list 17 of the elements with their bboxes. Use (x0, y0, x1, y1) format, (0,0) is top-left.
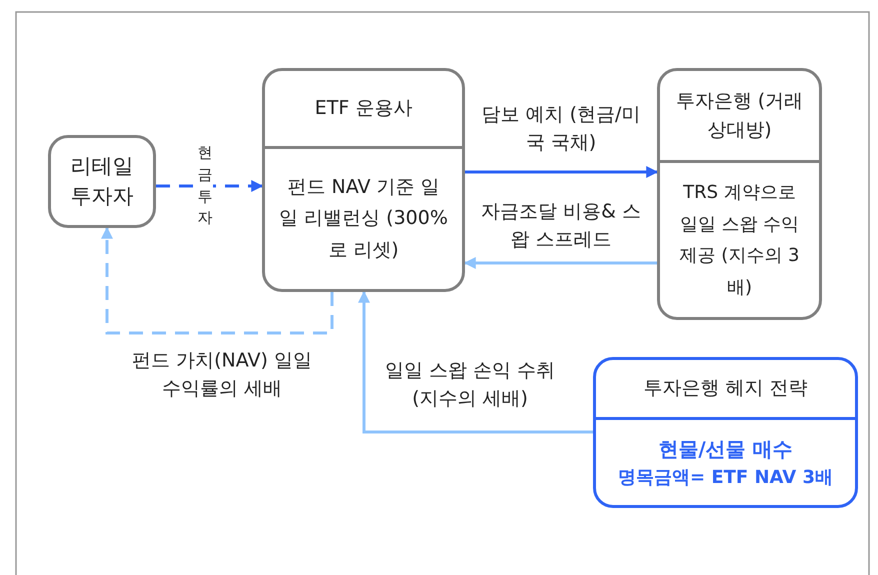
participant-box (48, 135, 156, 228)
box-heading: ETF 운용사 (314, 96, 412, 122)
box-text: 리테일 투자자 (70, 153, 134, 210)
arrow (101, 226, 334, 334)
arrow (358, 290, 593, 434)
box-text: TRS 계약으로 일일 스왑 수익 제공 (지수의 3배) (678, 181, 800, 300)
process-box (262, 68, 465, 292)
arrow (464, 257, 657, 269)
box-heading: 투자은행 (거래상대방) (674, 89, 804, 142)
box-text: 현물/선물 매수 (658, 436, 793, 463)
box-text: 명목금액= ETF NAV 3배 (618, 466, 833, 490)
arrow (156, 180, 264, 192)
box-heading: 투자은행 헤지 전략 (643, 376, 808, 402)
box-text: 펀드 NAV 기준 일일 리밸런싱 (300%로 리셋) (279, 174, 448, 263)
arrow (465, 166, 658, 178)
strategy-box (593, 357, 858, 508)
process-box (657, 68, 822, 320)
